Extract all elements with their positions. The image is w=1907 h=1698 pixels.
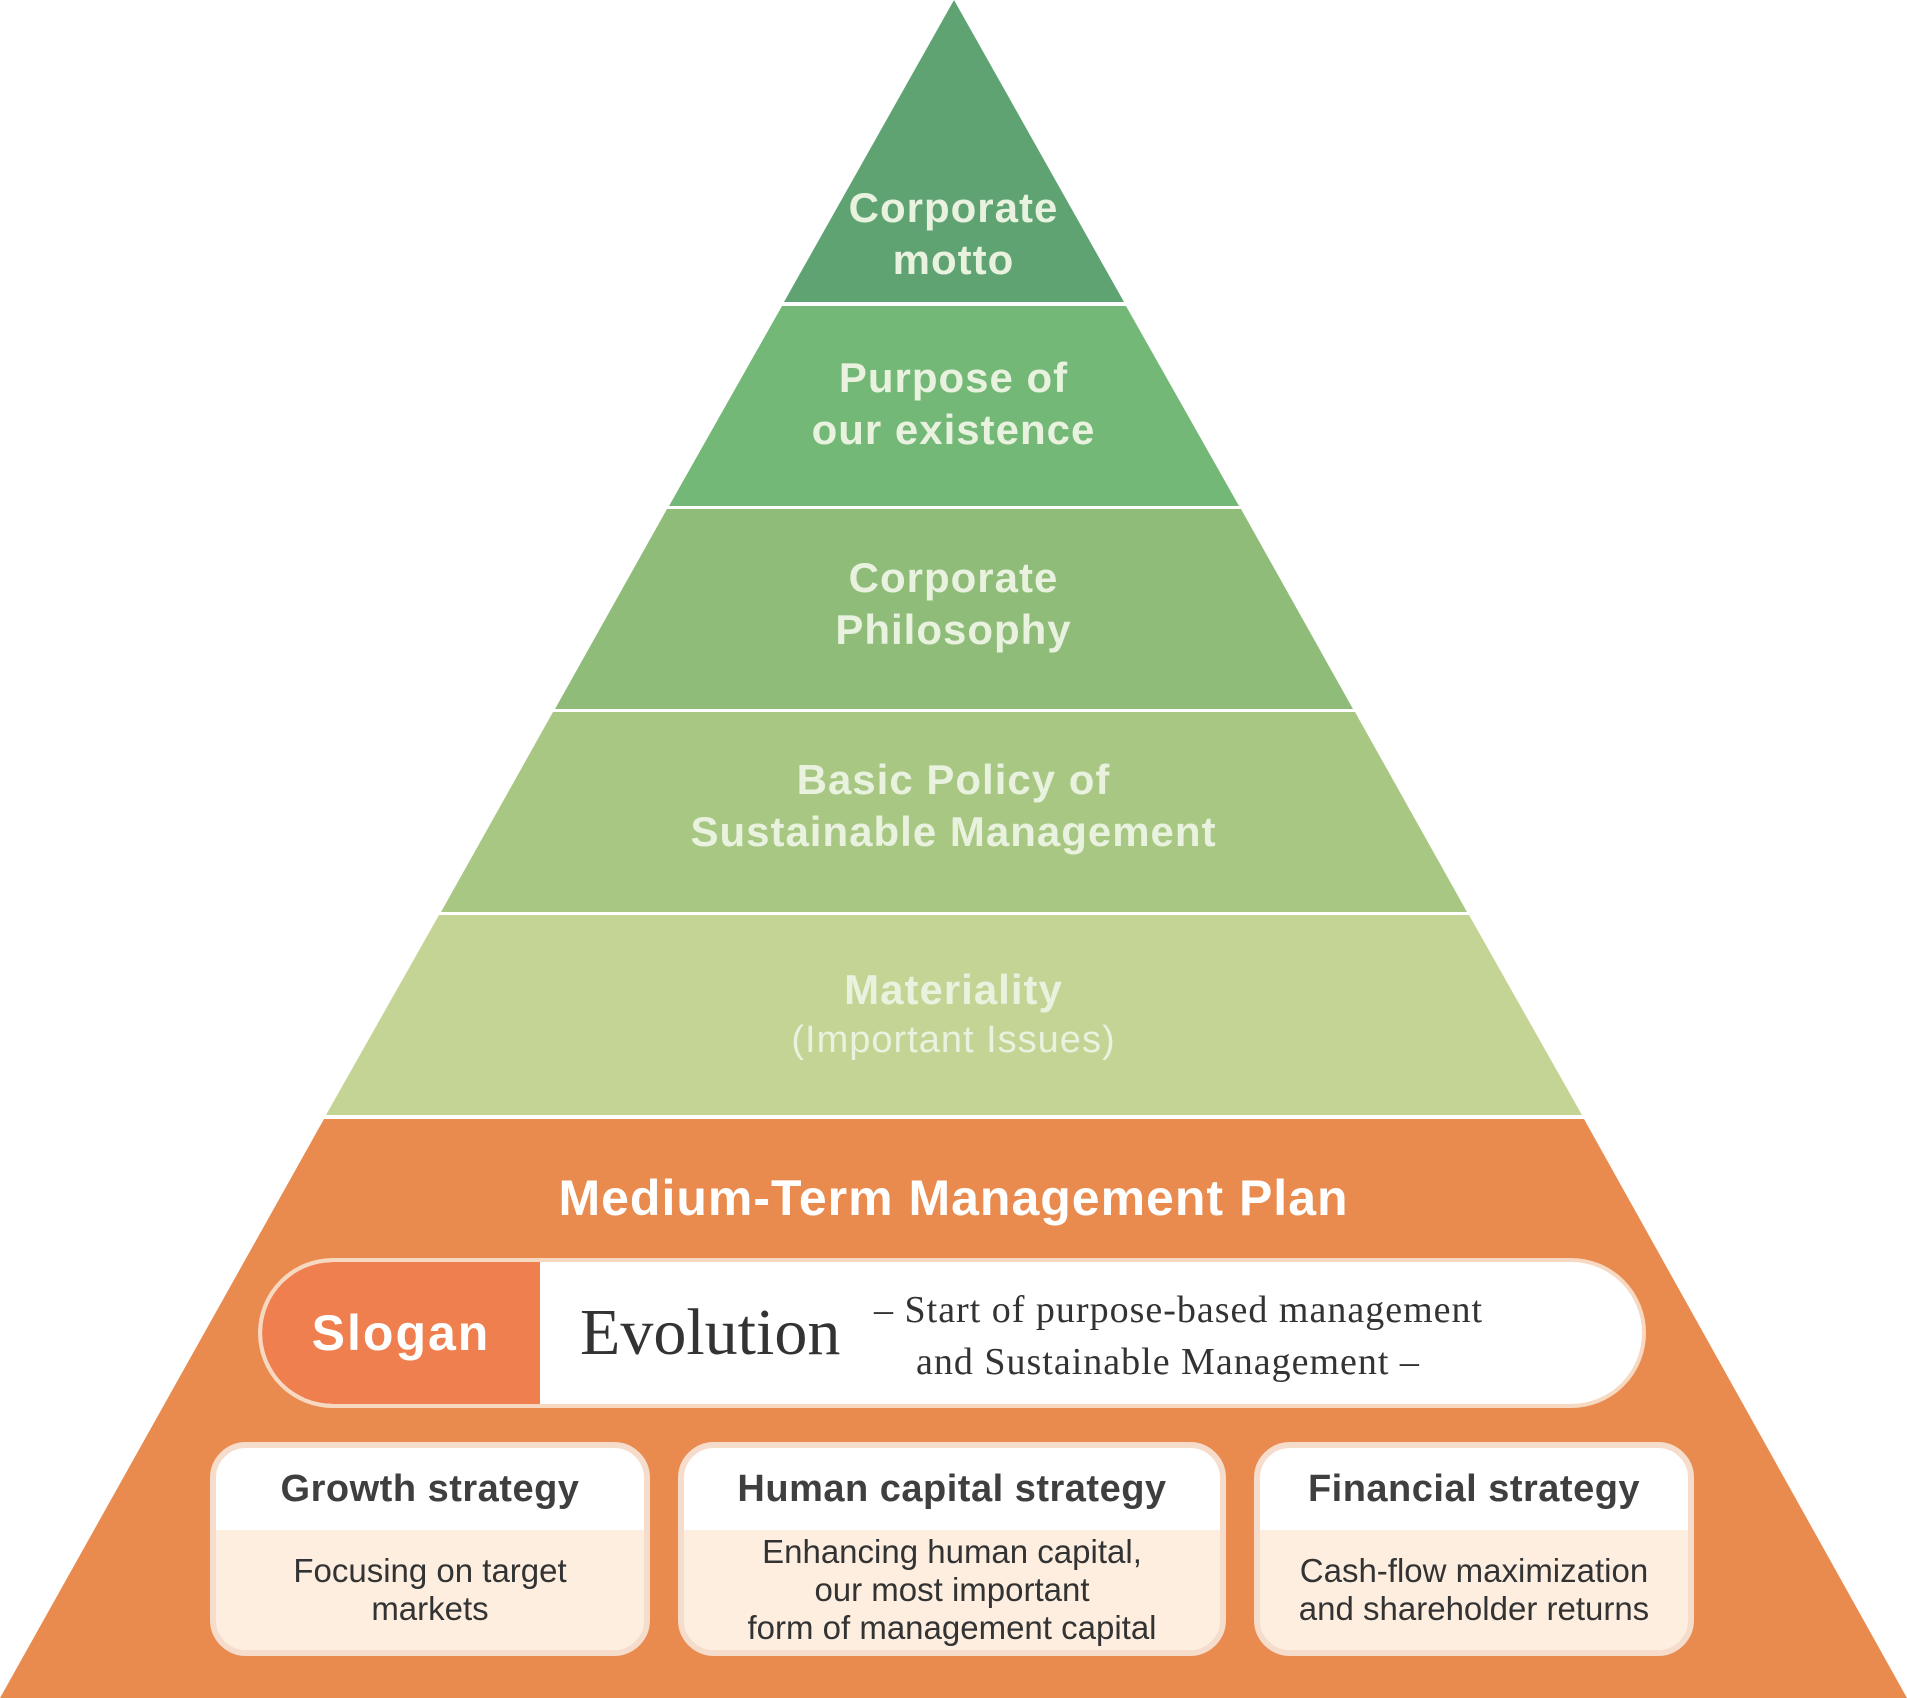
pyramid-tier-philosophy [555, 509, 1353, 709]
strategy-description: Cash-flow maximization and shareholder r… [1260, 1530, 1688, 1650]
tier-line: Corporate [848, 554, 1059, 601]
pyramid-tier-basic-policy [441, 712, 1467, 912]
tier-line: Sustainable Management [690, 808, 1217, 855]
slogan-subtitle-line: – Start of purpose-based management [874, 1289, 1484, 1331]
pyramid-tier-materiality [326, 915, 1582, 1115]
strategy-title: Human capital strategy [737, 1467, 1167, 1510]
strategy-title: Financial strategy [1307, 1467, 1641, 1510]
medium-term-plan-title: Medium-Term Management Plan [558, 1170, 1349, 1226]
tier-line: Basic Policy of [796, 756, 1111, 803]
strategy-card-financial: Financial strategy Cash-flow maximizatio… [1254, 1442, 1694, 1656]
tier-line: motto [892, 236, 1015, 283]
tier-line: Materiality [844, 966, 1063, 1013]
strategy-card-human-capital: Human capital strategy Enhancing human c… [678, 1442, 1226, 1656]
slogan-subtitle-line: and Sustainable Management – [916, 1341, 1420, 1383]
strategy-description: Enhancing human capital, our most import… [684, 1530, 1220, 1650]
strategy-description: Focusing on target markets [216, 1530, 644, 1650]
tier-label-materiality: Materiality (Important Issues) [0, 964, 1907, 1064]
tier-subline: (Important Issues) [791, 1019, 1116, 1061]
pyramid-tier-corporate-motto [784, 0, 1124, 302]
pyramid-tier-purpose [669, 306, 1239, 506]
tier-line: Corporate [848, 184, 1059, 231]
slogan-label: Slogan [262, 1262, 540, 1404]
tier-label-corporate-motto: Corporate motto [0, 182, 1907, 286]
strategy-title: Growth strategy [280, 1467, 580, 1510]
slogan-text: Evolution [580, 1296, 841, 1369]
tier-label-basic-policy: Basic Policy of Sustainable Management [0, 754, 1907, 858]
tier-label-purpose: Purpose of our existence [0, 352, 1907, 456]
tier-label-philosophy: Corporate Philosophy [0, 552, 1907, 656]
slogan-bar: Slogan Evolution – Start of purpose-base… [258, 1258, 1646, 1408]
tier-line: Purpose of [838, 354, 1069, 401]
strategy-card-growth: Growth strategy Focusing on target marke… [210, 1442, 650, 1656]
tier-line: Philosophy [835, 606, 1072, 653]
tier-line: our existence [811, 406, 1096, 453]
slogan-subtitle: – Start of purpose-based management and … [874, 1284, 1614, 1388]
